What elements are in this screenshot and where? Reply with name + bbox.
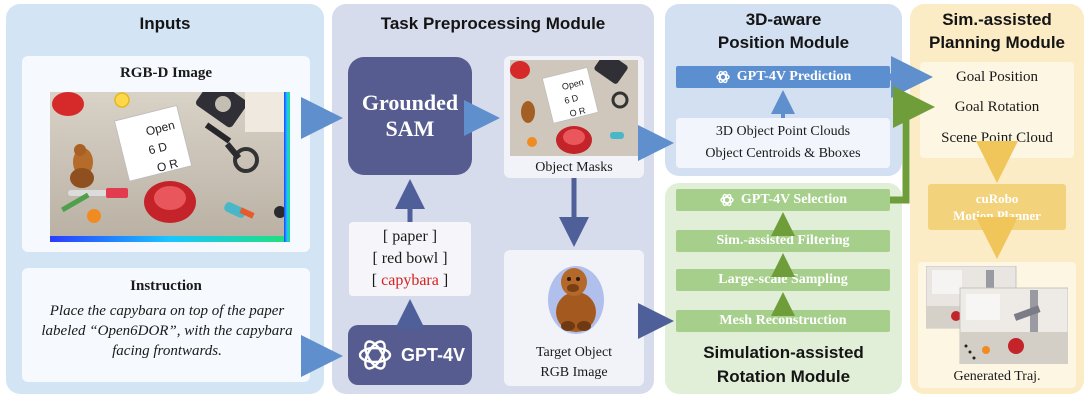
scene-pointcloud-label: Scene Point Cloud xyxy=(941,129,1053,146)
paper-or-text: O R xyxy=(155,156,179,175)
capybara-bracket-open: [ xyxy=(371,272,382,289)
rotation-title-line2: Rotation Module xyxy=(716,367,851,386)
goal-position-label: Goal Position xyxy=(955,68,1039,85)
rgbd-scene-svg: Open 6 D O R xyxy=(50,92,290,242)
robot-arm-image xyxy=(926,266,1068,364)
generated-traj-label: Generated Traj. xyxy=(953,369,1041,384)
gpt4v-selection-bar: GPT-4V Selection xyxy=(676,189,890,211)
position-title-line1: 3D-aware xyxy=(745,10,822,29)
paper-open-text: Open xyxy=(144,118,176,139)
grounded-sam-box: Grounded SAM xyxy=(348,57,472,175)
planning-title-line1: Sim.-assisted xyxy=(942,10,1052,29)
object-item-capybara: [ capybara ] xyxy=(349,270,471,292)
rotation-title-line1: Simulation-assisted xyxy=(703,343,864,362)
gpt-logo-icon xyxy=(358,340,392,370)
gpt-logo-icon xyxy=(720,193,734,207)
pointcloud-line1: 3D Object Point Clouds xyxy=(715,124,851,139)
pointcloud-card xyxy=(676,118,890,168)
object-item-paper: [ paper ] xyxy=(382,228,438,245)
gpt4v-box: GPT-4V xyxy=(348,325,472,385)
curobo-planner-box: cuRobo Motion Planner xyxy=(928,184,1066,230)
planning-title-line2: Planning Module xyxy=(929,33,1065,52)
filtering-bar: Sim.-assisted Filtering xyxy=(676,230,890,252)
rgbd-label: RGB-D Image xyxy=(119,64,213,81)
capybara-image xyxy=(548,266,604,334)
instruction-text: Place the capybara on top of the paper l… xyxy=(41,303,293,359)
preprocessing-title: Task Preprocessing Module xyxy=(380,14,606,33)
inputs-title: Inputs xyxy=(139,14,191,33)
object-item-red-bowl: [ red bowl ] xyxy=(372,250,448,267)
target-object-image xyxy=(540,254,610,338)
paper-6d-text: 6 D xyxy=(147,139,169,157)
goal-rotation-label: Goal Rotation xyxy=(954,98,1040,115)
capybara-highlight: capybara xyxy=(381,272,439,289)
gpt4v-prediction-label: GPT-4V Prediction xyxy=(736,69,852,84)
curobo-label: cuRobo xyxy=(975,191,1019,206)
masks-scene-svg: Open 6 D O R xyxy=(510,60,638,156)
mask-paper-or-text: O R xyxy=(569,105,587,119)
motion-planner-label: Motion Planner xyxy=(953,208,1041,223)
sampling-bar: Large-scale Sampling xyxy=(676,269,890,291)
rgbd-image: Open 6 D O R xyxy=(50,92,290,242)
capybara-bracket-close: ] xyxy=(438,272,449,289)
pointcloud-line2: Object Centroids & Bboxes xyxy=(705,146,861,161)
instruction-card xyxy=(22,268,310,382)
target-label-line2: RGB Image xyxy=(540,365,608,380)
gpt-logo-icon xyxy=(716,70,730,84)
mesh-reconstruction-bar: Mesh Reconstruction xyxy=(676,310,890,332)
grounded-sam-line1: Grounded xyxy=(361,90,459,115)
position-title-line2: Position Module xyxy=(717,33,850,52)
gpt4v-selection-label: GPT-4V Selection xyxy=(740,192,848,207)
instruction-title: Instruction xyxy=(130,277,202,294)
gpt4v-label: GPT-4V xyxy=(400,344,466,365)
target-label-line1: Target Object xyxy=(535,345,613,360)
mask-paper-6d-text: 6 D xyxy=(563,93,579,106)
grounded-sam-line2: SAM xyxy=(385,116,435,141)
trajectory-image xyxy=(926,266,1068,364)
gpt4v-prediction-bar: GPT-4V Prediction xyxy=(676,66,890,88)
object-masks-image: Open 6 D O R xyxy=(510,60,638,156)
object-list-card xyxy=(349,222,471,296)
object-masks-label: Object Masks xyxy=(535,160,613,175)
